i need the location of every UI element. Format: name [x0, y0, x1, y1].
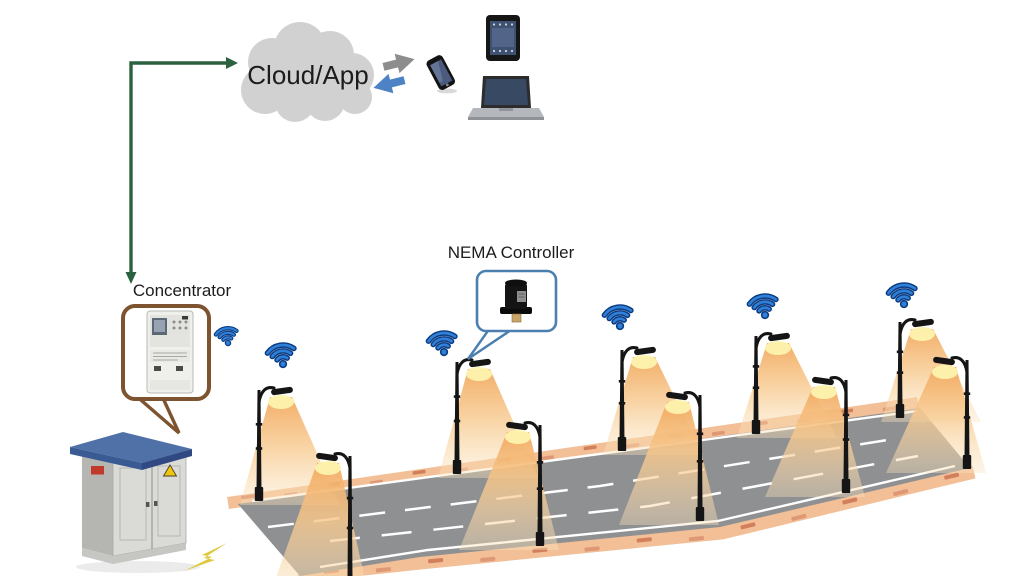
tablet-icon [486, 15, 520, 61]
cloud-icon [241, 22, 374, 122]
paver-dash [893, 488, 909, 497]
street-light-far-4 [751, 332, 790, 434]
light-cone [276, 461, 365, 576]
street-light-far-1 [254, 386, 293, 501]
concentrator-meter-icon [146, 310, 194, 394]
street-light-near-1 [316, 452, 354, 576]
wifi-icon [887, 283, 917, 310]
cloud-label: Cloud/App [247, 60, 369, 90]
wifi-icon [215, 327, 239, 348]
lane-divider-1 [267, 436, 901, 529]
light-cone [619, 400, 719, 525]
lamp-head [812, 376, 834, 386]
paver-dash [636, 537, 652, 543]
paver-dash [688, 536, 704, 542]
lamp-head [506, 421, 528, 431]
wifi-icon [748, 294, 778, 321]
download-arrow-icon [373, 73, 406, 94]
paver-dash [711, 430, 725, 436]
arrowhead-right [226, 57, 238, 69]
arrowhead-down [125, 272, 137, 284]
street-light-near-4 [812, 376, 851, 493]
light-cone [886, 365, 986, 473]
lamp-head [316, 452, 338, 462]
upload-arrow-icon [382, 53, 415, 74]
nema-controller-device-icon [500, 279, 532, 323]
lamp-head [912, 318, 934, 328]
lamp-head [933, 356, 955, 366]
cabinet-sign [91, 466, 104, 475]
streetlights [254, 318, 972, 576]
concentrator-cloud-link [125, 57, 238, 284]
transformer-cabinet-icon [70, 432, 200, 573]
warning-triangle-icon [162, 464, 178, 477]
lamp-head [768, 332, 790, 342]
lamp-head [271, 386, 293, 396]
street-light-near-2 [506, 421, 545, 546]
paver-dash [584, 546, 600, 552]
paver-dash [428, 558, 444, 564]
paver-dash [740, 522, 756, 530]
paver-dash [583, 445, 597, 451]
paver-dash [791, 513, 807, 521]
paver-dash [944, 472, 960, 480]
nema-callout [467, 269, 558, 360]
wifi-icon [427, 331, 457, 358]
concentrator-callout [121, 304, 211, 435]
paver-dash [480, 556, 496, 563]
street-light-near-5 [933, 356, 972, 469]
paver-dash [842, 497, 858, 505]
callout-tail [467, 326, 518, 360]
nema-controller-label: NEMA Controller [447, 243, 575, 262]
lightning-bolt-icon [184, 543, 227, 571]
concentrator-label: Concentrator [132, 281, 232, 300]
wifi-icon [603, 305, 633, 332]
laptop-icon [468, 76, 544, 120]
wifi-icons [215, 283, 918, 370]
paver-dash [375, 567, 392, 573]
light-cone [459, 430, 559, 550]
street-light-far-2 [452, 358, 491, 474]
light-cones [240, 327, 986, 576]
lamp-head [634, 346, 656, 356]
wifi-icon [266, 343, 296, 370]
street-light-far-3 [617, 346, 656, 451]
lamp-head [666, 391, 688, 401]
street-light-near-3 [666, 391, 705, 521]
light-cone [765, 385, 865, 497]
street-light-far-5 [895, 318, 934, 418]
smartphone-icon [426, 55, 457, 94]
lamp-head [469, 358, 491, 368]
paver-dash [540, 455, 554, 461]
paver-dash [412, 469, 426, 475]
